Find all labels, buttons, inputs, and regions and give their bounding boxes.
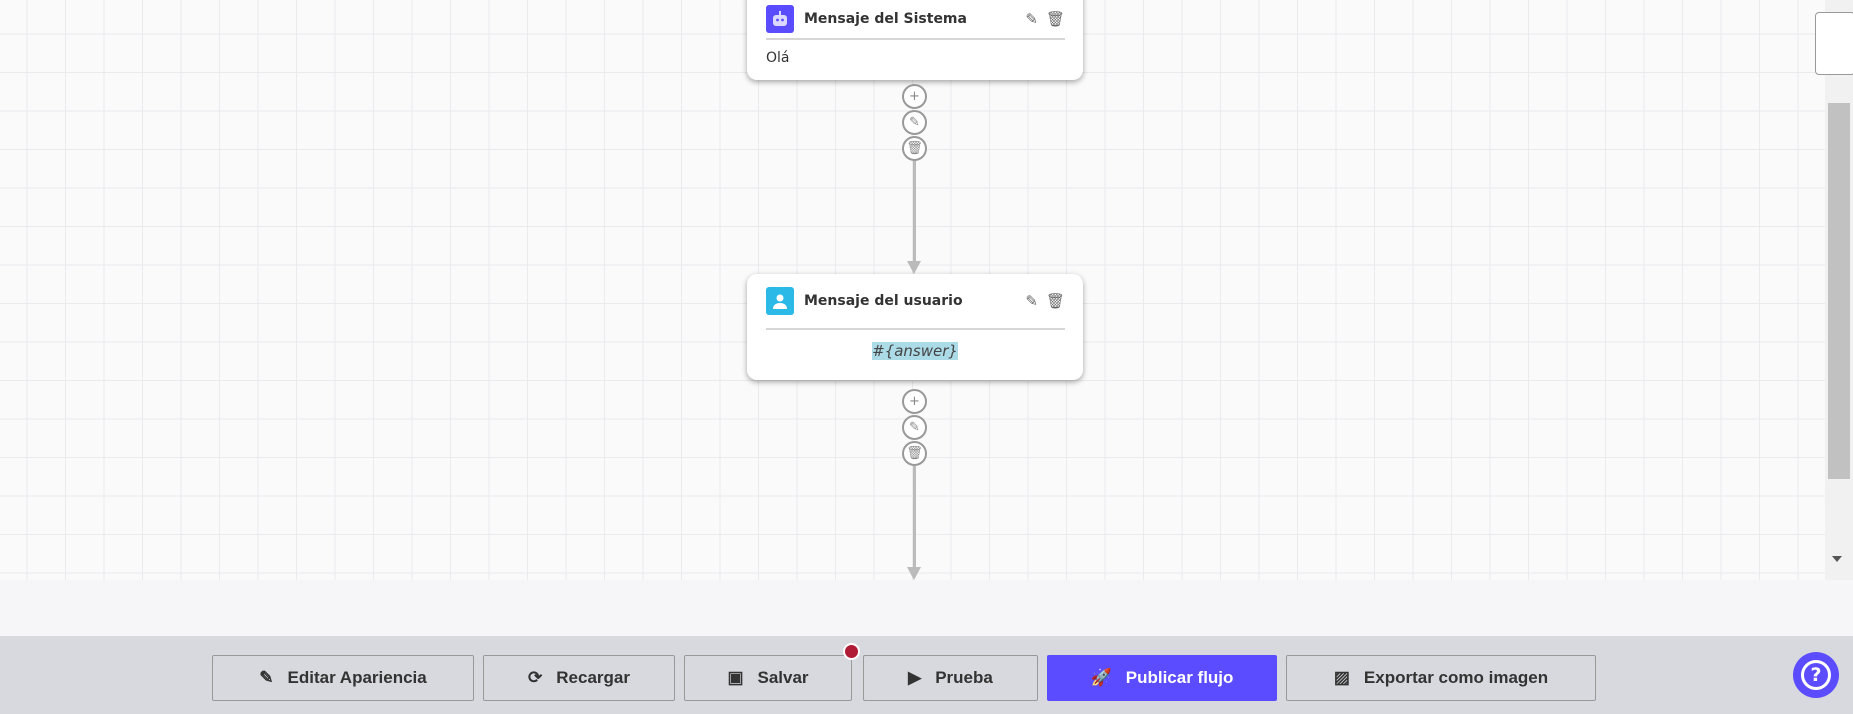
user-icon — [766, 287, 794, 315]
button-label: Salvar — [757, 668, 809, 687]
rocket-icon: 🚀 — [1090, 668, 1112, 687]
save-button[interactable]: ▣ Salvar — [684, 655, 852, 701]
trash-icon[interactable]: 🗑 — [1045, 10, 1065, 28]
button-label: Publicar flujo — [1125, 668, 1234, 687]
connector-arrow — [907, 261, 921, 274]
scrollbar-thumb[interactable] — [1828, 103, 1850, 479]
delete-node-icon[interactable]: 🗑 — [902, 441, 927, 466]
edit-node-icon[interactable]: ✎ — [902, 110, 927, 135]
edit-node-icon[interactable]: ✎ — [902, 415, 927, 440]
button-label: Editar Apariencia — [287, 668, 427, 687]
add-node-icon[interactable]: + — [902, 389, 927, 414]
export-image-button[interactable]: ▨ Exportar como imagen — [1286, 655, 1596, 701]
floppy-disk-icon: ▣ — [727, 668, 744, 687]
button-label: Recargar — [556, 668, 630, 687]
play-icon: ▶ — [908, 668, 922, 687]
trash-icon[interactable]: 🗑 — [1045, 292, 1065, 310]
bottom-toolbar: ✎ Editar Apariencia ⟳ Recargar ▣ Salvar ▶ Pr… — [0, 636, 1853, 714]
connector-line — [913, 466, 916, 570]
delete-node-icon[interactable]: 🗑 — [902, 136, 927, 161]
scroll-down-icon[interactable] — [1832, 556, 1842, 562]
edit-icon[interactable]: ✎ — [1025, 10, 1038, 28]
edit-icon[interactable]: ✎ — [1025, 292, 1038, 310]
add-node-icon[interactable]: + — [902, 84, 927, 109]
image-icon: ▨ — [1333, 668, 1350, 687]
robot-icon — [766, 5, 794, 33]
button-label: Prueba — [935, 668, 993, 687]
node-user-message[interactable]: Mensaje del usuario ✎ 🗑 #{answer} — [747, 274, 1083, 380]
connector-arrow — [907, 567, 921, 580]
refresh-icon: ⟳ — [528, 668, 543, 687]
edit-icon: ✎ — [259, 668, 274, 687]
question-icon: ? — [1801, 660, 1831, 690]
unsaved-changes-badge — [843, 643, 860, 660]
node-body: Olá — [766, 50, 790, 66]
test-button[interactable]: ▶ Prueba — [863, 655, 1038, 701]
publish-flow-button[interactable]: 🚀 Publicar flujo — [1047, 655, 1277, 701]
edit-appearance-button[interactable]: ✎ Editar Apariencia — [212, 655, 474, 701]
node-system-message[interactable]: Mensaje del Sistema ✎ 🗑 Olá — [747, 0, 1083, 80]
connector-line — [913, 161, 916, 263]
reload-button[interactable]: ⟳ Recargar — [483, 655, 675, 701]
answer-variable: #{answer} — [872, 342, 958, 360]
node-title: Mensaje del usuario — [804, 293, 963, 309]
node-title: Mensaje del Sistema — [804, 11, 967, 27]
minimap-panel[interactable] — [1815, 12, 1853, 75]
help-button[interactable]: ? — [1793, 652, 1839, 698]
button-label: Exportar como imagen — [1363, 668, 1549, 687]
